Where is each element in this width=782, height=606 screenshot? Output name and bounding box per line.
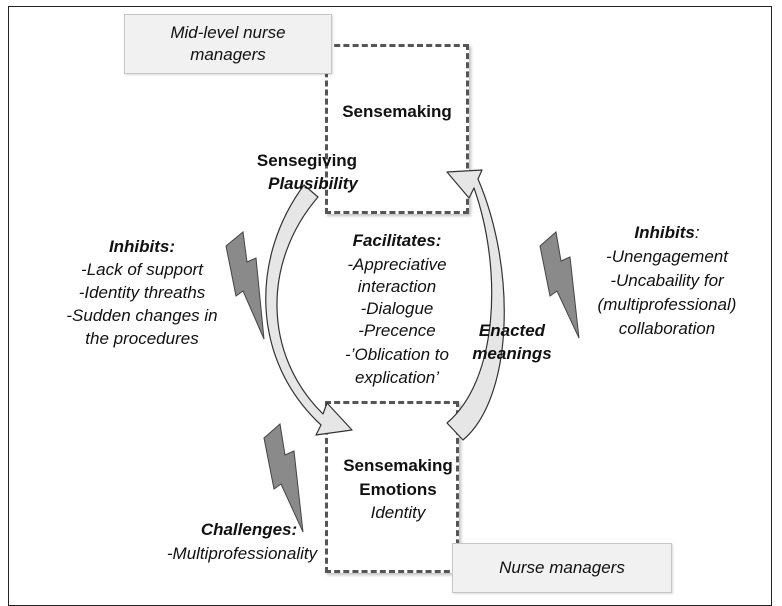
right-curved-arrow-icon [446,169,505,441]
meanings-label: meanings [472,344,552,363]
inhibits-left-item: -Sudden changes in [66,306,218,325]
inhibits-right-item: (multiprofessional) [597,295,737,314]
facilitates-item: explication’ [354,368,440,387]
enacted-label: Enacted [478,321,546,340]
inhibits-left-title: Inhibits: [108,237,176,256]
nurse-managers-label: Nurse managers [452,543,672,593]
plausibility-label: Plausibility [268,174,358,193]
nurse-managers-text: Nurse managers [499,558,625,577]
facilitates-item: -Precence [358,321,436,340]
facilitates-item: -Appreciative [347,255,447,274]
facilitates-item: -Dialogue [360,299,434,318]
challenges-title: Challenges: [200,520,298,539]
left-curved-arrow-icon [265,184,353,436]
inhibits-right-title: Inhibits: [582,222,752,244]
identity-label: Identity [370,503,426,522]
facilitates-item: interaction [357,277,437,296]
sensemaking-top-title: Sensemaking [342,102,452,121]
challenges-item: -Multiprofessionality [166,544,318,563]
facilitates-item: -’Oblication to [345,345,449,364]
lightning-bolt-icon [539,231,580,339]
inhibits-right-title-text: Inhibits [634,223,695,242]
inhibits-left-item: the procedures [85,329,199,348]
lightning-bolt-icon [225,231,265,340]
emotions-title: Emotions [359,480,437,499]
lightning-bolt-icon [263,423,304,533]
mid-level-nurse-managers-text: Mid-level nurse managers [170,23,286,64]
inhibits-left-item: -Identity threaths [78,283,206,302]
inhibits-left-item: -Lack of support [81,260,203,279]
sensegiving-label: Sensegiving [256,151,358,170]
mid-level-nurse-managers-label: Mid-level nurse managers [124,14,332,74]
inhibits-right-item: -Unengagement [606,247,728,266]
sensemaking-top-box [325,44,469,214]
facilitates-title: Facilitates: [352,231,442,250]
sensemaking-bottom-title: Sensemaking [343,456,453,475]
inhibits-right-colon: : [694,223,700,242]
inhibits-right-item: -Uncabaility for [610,271,724,290]
inhibits-right-item: collaboration [618,319,716,338]
